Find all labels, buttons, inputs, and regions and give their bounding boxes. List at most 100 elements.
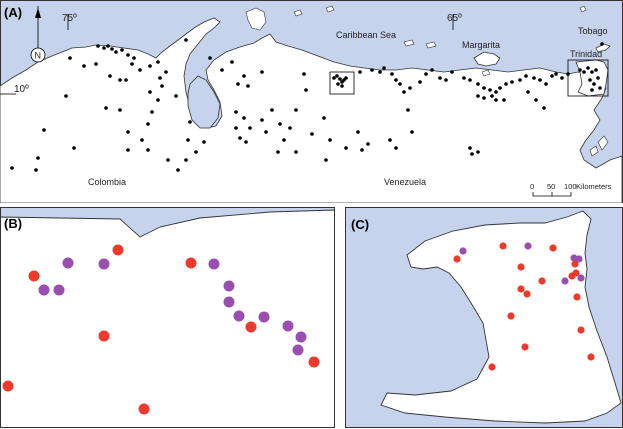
site-marker [394,146,398,150]
site-marker [499,242,507,250]
site-marker [174,94,178,98]
site-marker [388,138,392,142]
site-marker [444,78,448,82]
site-marker [488,363,496,371]
site-marker [526,90,530,94]
site-marker [322,116,326,120]
site-marker [260,118,264,122]
site-marker [549,244,557,252]
site-marker [126,148,130,152]
site-marker [148,90,152,94]
site-marker [335,74,339,78]
site-marker [112,244,124,256]
site-marker [542,106,546,110]
site-marker [270,108,274,112]
site-marker [510,80,514,84]
site-marker [418,80,422,84]
site-marker [308,356,320,368]
site-marker [578,68,582,72]
site-marker [518,78,522,82]
site-marker [184,158,188,162]
trinidad-outline-c [380,210,622,424]
site-marker [208,258,220,270]
site-marker [356,130,360,134]
small-islands [245,5,609,157]
lake-maracaibo [187,75,221,129]
site-marker [394,78,398,82]
site-marker [245,321,257,333]
site-marker [282,320,294,332]
map-panel-a: (A) 75º 65º 10º Caribbean Sea Tobago Mar… [0,0,623,203]
scale-tick-100: 100 [564,182,577,191]
site-marker [140,138,144,142]
map-panel-b: (B) [0,207,335,428]
inset-box-b [329,71,355,95]
site-marker [138,403,150,415]
site-marker [166,158,170,162]
site-marker [118,78,122,82]
site-marker [324,158,328,162]
site-marker [208,56,212,60]
site-marker [2,380,14,392]
site-points-b [2,244,320,415]
site-marker [482,96,486,100]
site-marker [160,84,164,88]
site-marker [328,138,332,142]
site-marker [378,70,382,74]
site-marker [476,94,480,98]
trinidad-label: Trinidad [570,49,602,59]
site-marker [566,72,570,76]
north-label: N [35,51,42,61]
site-marker [282,138,286,142]
site-marker [494,98,498,102]
site-marker [410,130,414,134]
site-marker [234,126,238,130]
site-marker [295,331,307,343]
site-marker [53,284,65,296]
site-marker [338,77,342,81]
site-marker [538,277,546,285]
site-marker [382,66,386,70]
site-marker [587,353,595,361]
site-marker [344,146,348,150]
site-marker [600,42,604,46]
site-marker [202,140,206,144]
site-marker [476,150,480,154]
site-marker [132,56,136,60]
site-marker [507,312,515,320]
site-marker [482,86,486,90]
site-marker [302,72,306,76]
site-points-a [10,38,604,172]
site-marker [98,258,110,270]
site-marker [524,242,532,250]
site-marker [124,78,128,82]
site-marker [62,257,74,269]
site-marker [521,343,529,351]
panel-letter-a: (A) [4,5,22,20]
panel-letter-b: (B) [4,216,22,231]
site-marker [130,62,134,66]
site-marker [332,76,336,80]
site-marker [158,76,162,80]
site-marker [538,78,542,82]
site-marker [494,90,498,94]
site-marker [276,150,280,154]
site-marker [488,88,492,92]
caribbean-sea-label: Caribbean Sea [336,30,396,40]
site-marker [110,47,114,51]
coche-island [481,69,491,77]
site-marker [592,82,596,86]
site-marker [260,70,264,74]
margarita-label: Margarita [462,40,500,50]
site-marker [310,132,314,136]
site-marker [577,274,585,282]
site-marker [532,76,536,80]
site-marker [264,130,268,134]
site-marker [34,168,38,172]
site-marker [242,74,246,78]
scale-tick-50: 50 [547,182,555,191]
site-marker [176,168,180,172]
site-marker [586,66,590,70]
site-marker [102,46,106,50]
site-marker [534,98,538,102]
